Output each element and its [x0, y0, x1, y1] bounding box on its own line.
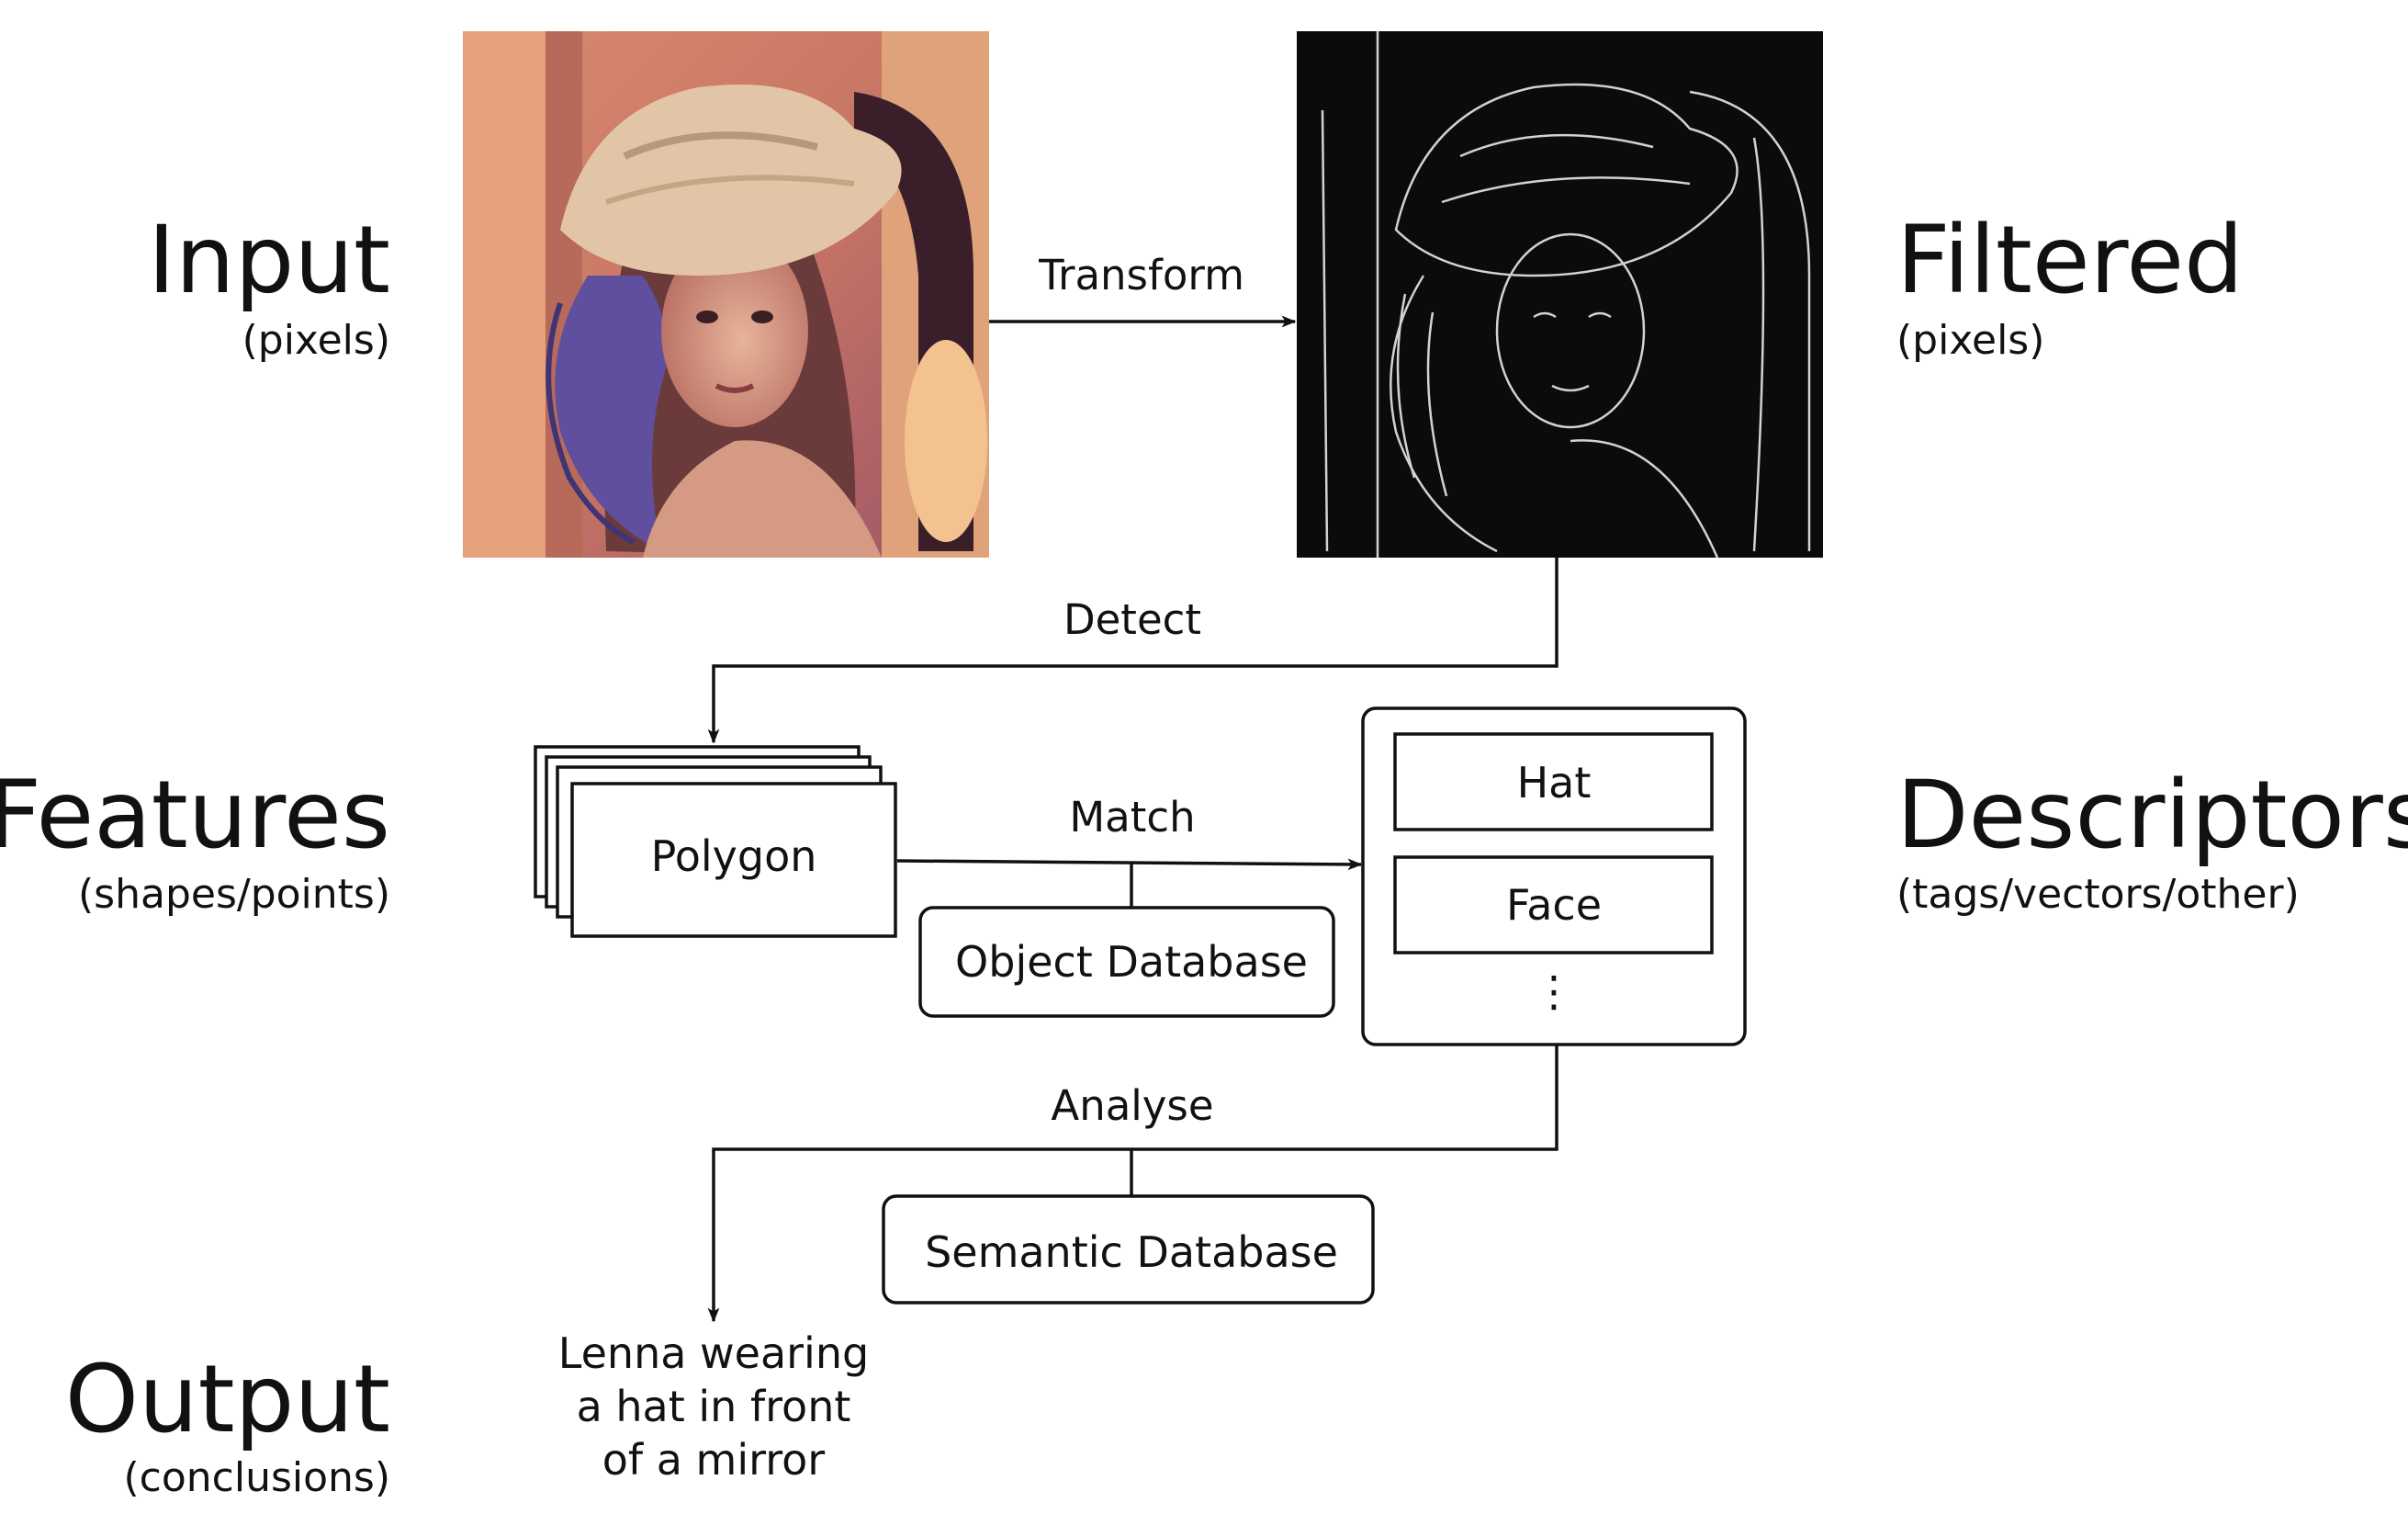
object-database: Object Database — [918, 906, 1335, 1018]
semantic-database-box — [882, 1194, 1375, 1305]
descriptor-item-hat — [1393, 732, 1714, 831]
features-title: Features — [0, 761, 390, 870]
detect-edge: Detect — [707, 558, 1558, 744]
match-edge: Match — [896, 793, 1363, 908]
polygon-card — [570, 782, 897, 938]
filtered-title: Filtered — [1896, 206, 2244, 315]
match-label: Match — [1069, 793, 1195, 842]
descriptors-subtitle: (tags/vectors/other) — [1896, 871, 2300, 918]
object-database-box — [918, 906, 1335, 1018]
input-image — [463, 31, 989, 558]
descriptor-item-face — [1393, 855, 1714, 955]
descriptors-title: Descriptors — [1896, 761, 2408, 870]
descriptor-item-face-label: Face — [1506, 880, 1602, 930]
features-subtitle: (shapes/points) — [78, 871, 390, 918]
output-title: Output — [65, 1345, 390, 1454]
polygon-stack: Polygon — [534, 745, 897, 938]
analyse-label: Analyse — [1051, 1081, 1213, 1130]
output-line-3: of a mirror — [602, 1435, 826, 1485]
detect-label: Detect — [1063, 595, 1201, 644]
transform-label: Transform — [1038, 251, 1244, 299]
filtered-image — [1297, 31, 1823, 559]
detect-arrow — [707, 558, 1558, 744]
transform-edge: Transform — [989, 251, 1297, 328]
output-line-2: a hat in front — [577, 1382, 851, 1431]
output-conclusion: Lenna wearing a hat in front of a mirror — [558, 1328, 869, 1485]
input-subtitle: (pixels) — [242, 317, 390, 364]
analyse-edge: Analyse — [707, 1045, 1558, 1323]
stage-label-input: Input (pixels) — [148, 206, 390, 364]
stage-label-descriptors: Descriptors (tags/vectors/other) — [1896, 761, 2408, 918]
output-subtitle: (conclusions) — [123, 1454, 390, 1501]
stage-label-features: Features (shapes/points) — [0, 761, 390, 918]
input-title: Input — [148, 206, 390, 315]
polygon-label: Polygon — [651, 831, 817, 881]
output-line-1: Lenna wearing — [558, 1328, 869, 1378]
stage-label-output: Output (conclusions) — [65, 1345, 390, 1501]
descriptor-more-ellipsis: ⋮ — [1533, 966, 1575, 1016]
descriptor-item-hat-label: Hat — [1517, 758, 1592, 808]
semantic-database-label: Semantic Database — [925, 1227, 1338, 1277]
stage-label-filtered: Filtered (pixels) — [1896, 206, 2244, 364]
semantic-database: Semantic Database — [882, 1194, 1375, 1305]
analyse-arrow — [707, 1045, 1558, 1323]
descriptors-box: Hat Face ⋮ — [1361, 706, 1747, 1046]
filtered-subtitle: (pixels) — [1896, 317, 2044, 364]
object-database-label: Object Database — [955, 937, 1308, 987]
match-arrow — [896, 858, 1363, 871]
